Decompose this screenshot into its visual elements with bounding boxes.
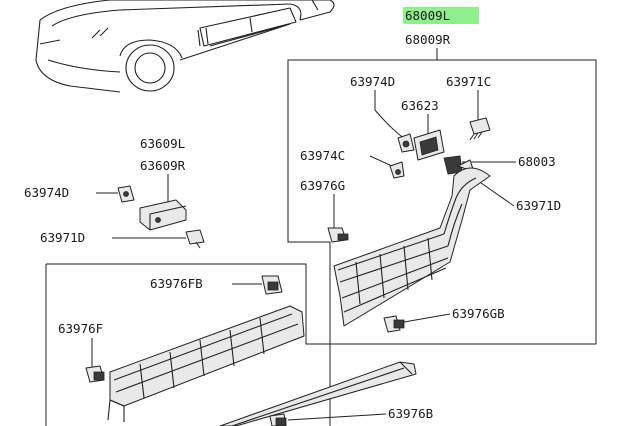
part-label-68003[interactable]: 68003	[518, 154, 556, 169]
part-label-63976G[interactable]: 63976G	[300, 178, 345, 193]
part-label-68009L[interactable]: 68009L	[405, 8, 450, 23]
clip-63974C	[389, 161, 405, 179]
screw-63971D-left	[185, 229, 205, 249]
leader-63974C	[369, 155, 393, 167]
bracket-63623	[413, 129, 445, 161]
vehicle-outline	[35, 0, 335, 93]
leader-63976B	[287, 413, 387, 421]
clip-63976GB	[383, 315, 405, 333]
part-label-63971D-right[interactable]: 63971D	[516, 198, 561, 213]
part-label-63623[interactable]: 63623	[401, 98, 439, 113]
part-label-63976FB[interactable]: 63976FB	[150, 276, 203, 291]
clip-63974D-top	[397, 133, 415, 153]
screw-63971C	[469, 117, 491, 141]
clip-63976F	[85, 365, 105, 383]
clip-63976B	[269, 413, 287, 426]
part-label-63974C[interactable]: 63974C	[300, 148, 345, 163]
bracket-63609	[139, 199, 187, 231]
part-label-63976F[interactable]: 63976F	[58, 321, 103, 336]
part-label-63974D-top[interactable]: 63974D	[350, 74, 395, 89]
part-label-63976B[interactable]: 63976B	[388, 406, 433, 421]
clip-63974D-left	[117, 185, 135, 203]
highlight-68009L	[403, 7, 479, 24]
part-label-63609L[interactable]: 63609L	[140, 136, 185, 151]
part-label-63609R[interactable]: 63609R	[140, 158, 186, 173]
fender-garnish-68009	[333, 167, 491, 327]
part-label-63971C[interactable]: 63971C	[446, 74, 491, 89]
part-label-68009R[interactable]: 68009R	[405, 32, 451, 47]
clip-63976G	[327, 227, 349, 243]
clip-63976FB	[261, 275, 283, 295]
sill-strip-63976B	[219, 361, 417, 426]
sill-garnish-63976F	[107, 305, 305, 422]
leader-63976GB	[403, 313, 451, 323]
part-label-63971D-left[interactable]: 63971D	[40, 230, 85, 245]
part-label-63976GB[interactable]: 63976GB	[452, 306, 505, 321]
group-box-lower	[45, 263, 331, 426]
part-label-63974D-left[interactable]: 63974D	[24, 185, 69, 200]
